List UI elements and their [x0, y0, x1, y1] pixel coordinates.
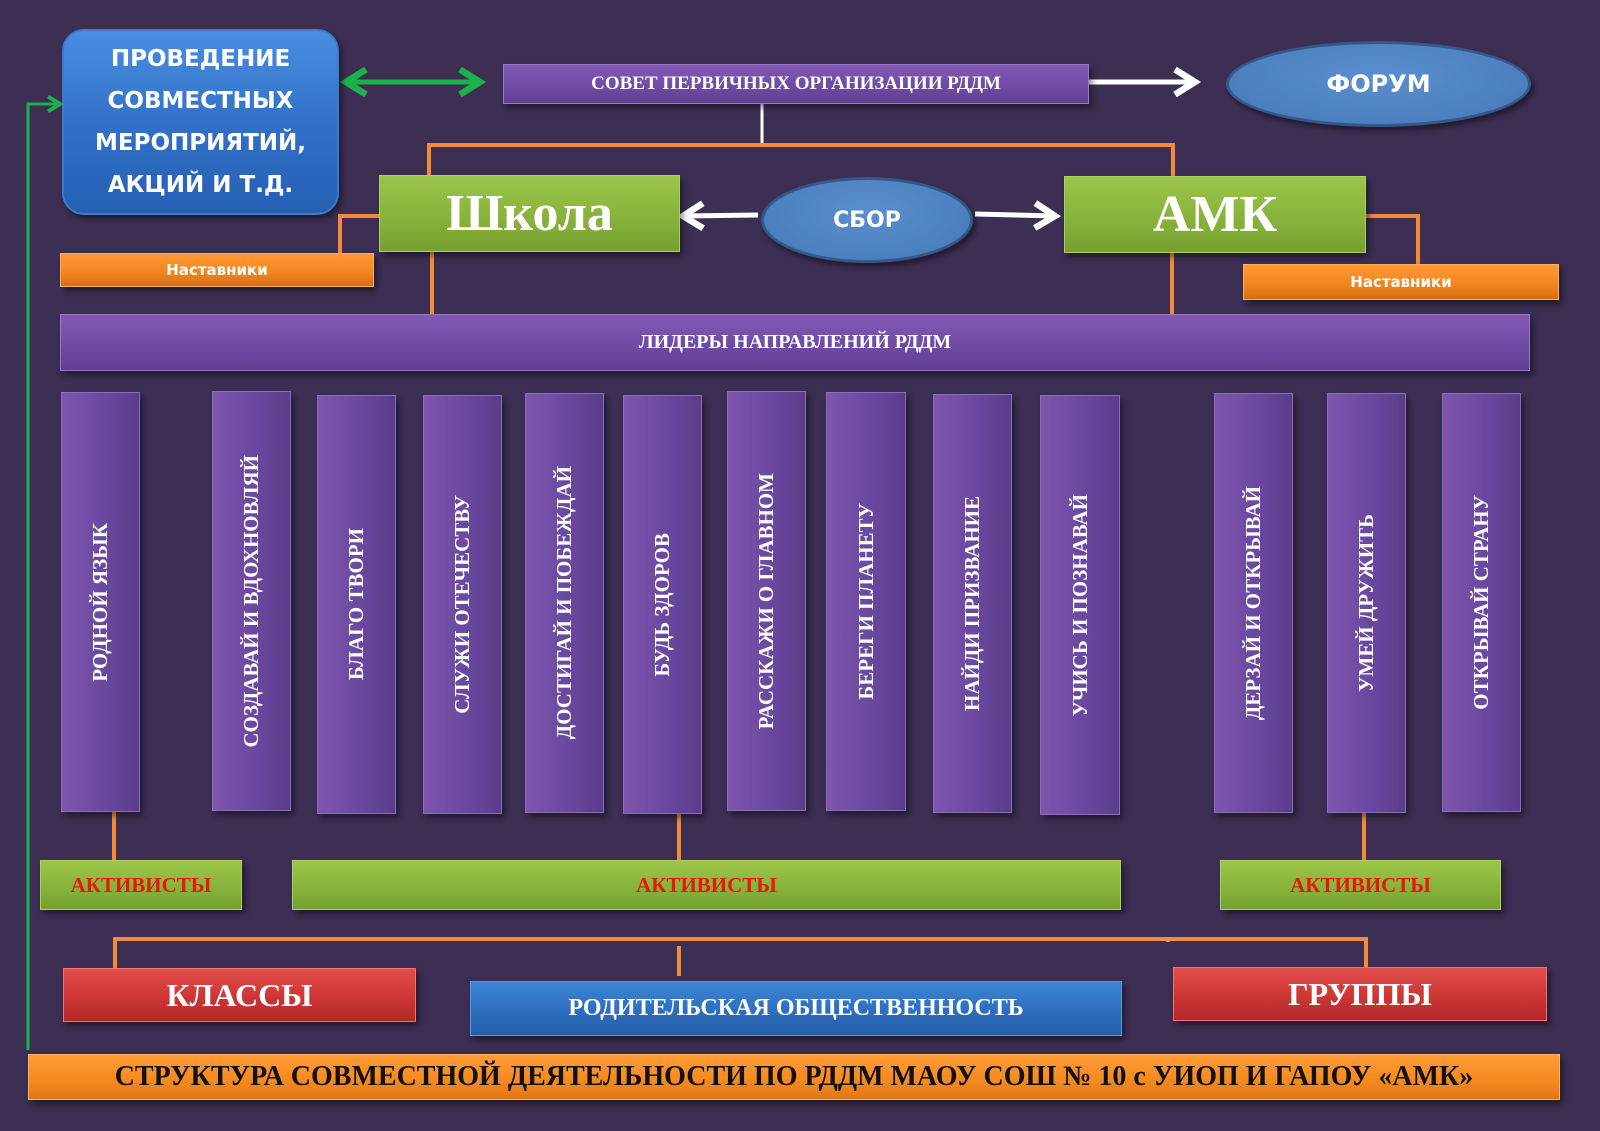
direction-column: СОЗДАВАЙ И ВДОХНОВЛЯЙ [212, 391, 291, 811]
forum-label: ФОРУМ [1326, 70, 1431, 98]
footer-title: СТРУКТУРА СОВМЕСТНОЙ ДЕЯТЕЛЬНОСТИ ПО РДД… [114, 1061, 1474, 1092]
council-label: СОВЕТ ПЕРВИЧНЫХ ОРГАНИЗАЦИИ РДДМ [591, 73, 1001, 94]
activists-center: АКТИВИСТЫ [292, 860, 1121, 910]
direction-column: СЛУЖИ ОТЕЧЕСТВУ [423, 395, 502, 814]
events-line-1: ПРОВЕДЕНИЕ [110, 46, 291, 72]
direction-column: БЕРЕГИ ПЛАНЕТУ [826, 392, 906, 811]
events-line-3: МЕРОПРИЯТИЙ, [95, 130, 306, 156]
arrow-to-school [683, 215, 759, 216]
mentors-right-label: Наставники [1350, 273, 1452, 291]
council-branch [427, 143, 1175, 177]
direction-column: ДОСТИГАЙ И ПОБЕЖДАЙ [525, 393, 604, 813]
direction-label: УМЕЙ ДРУЖИТЬ [1354, 514, 1378, 692]
mentors-left: Наставники [60, 253, 374, 287]
parents-box: РОДИТЕЛЬСКАЯ ОБЩЕСТВЕННОСТЬ [470, 981, 1122, 1036]
activists-right-label: АКТИВИСТЫ [1290, 872, 1431, 897]
amk-label: АМК [1152, 186, 1278, 243]
direction-column: ОТКРЫВАЙ СТРАНУ [1442, 393, 1521, 812]
activists-right: АКТИВИСТЫ [1220, 860, 1501, 910]
events-line-4: АКЦИЙ И Т.Д. [107, 172, 294, 198]
arrow-to-amk [974, 214, 1055, 216]
footer-title-bar: СТРУКТУРА СОВМЕСТНОЙ ДЕЯТЕЛЬНОСТИ ПО РДД… [28, 1054, 1560, 1100]
forum-ellipse: ФОРУМ [1226, 41, 1531, 127]
direction-column: УМЕЙ ДРУЖИТЬ [1327, 393, 1406, 813]
direction-column: БУДЬ ЗДОРОВ [623, 395, 702, 814]
classes-label: КЛАССЫ [166, 976, 313, 1013]
activists-left: АКТИВИСТЫ [40, 860, 242, 910]
mentors-right: Наставники [1243, 264, 1559, 300]
feedback-line [26, 104, 60, 1050]
council-box: СОВЕТ ПЕРВИЧНЫХ ОРГАНИЗАЦИИ РДДМ [503, 64, 1089, 104]
direction-column: ДЕРЗАЙ И ОТКРЫВАЙ [1214, 393, 1293, 813]
direction-label: ДОСТИГАЙ И ПОБЕЖДАЙ [552, 466, 576, 740]
direction-label: РОДНОЙ ЯЗЫК [88, 522, 112, 682]
direction-label: РАССКАЖИ О ГЛАВНОМ [754, 472, 778, 730]
direction-label: БУДЬ ЗДОРОВ [650, 532, 674, 677]
direction-label: БЕРЕГИ ПЛАНЕТУ [853, 503, 878, 700]
direction-label: СЛУЖИ ОТЕЧЕСТВУ [450, 495, 474, 714]
direction-label: ОТКРЫВАЙ СТРАНУ [1469, 495, 1493, 710]
amk-box: АМК [1064, 176, 1366, 253]
school-box: Школа [379, 175, 680, 252]
parents-label: РОДИТЕЛЬСКАЯ ОБЩЕСТВЕННОСТЬ [568, 995, 1024, 1021]
direction-label: УЧИСЬ И ПОЗНАВАЙ [1067, 493, 1092, 717]
gathering-ellipse: СБОР [761, 177, 973, 263]
direction-label: БЛАГО ТВОРИ [344, 528, 368, 681]
classes-box: КЛАССЫ [63, 968, 416, 1022]
direction-column: УЧИСЬ И ПОЗНАВАЙ [1040, 395, 1120, 815]
activists-left-label: АКТИВИСТЫ [70, 872, 212, 897]
bottom-branch [113, 937, 1170, 970]
events-line-2: СОВМЕСТНЫХ [107, 88, 294, 114]
leaders-label: ЛИДЕРЫ НАПРАВЛЕНИЙ РДДМ [638, 331, 952, 353]
groups-label: ГРУППЫ [1288, 975, 1432, 1012]
mentors-left-label: Наставники [166, 261, 268, 279]
direction-label: ДЕРЗАЙ И ОТКРЫВАЙ [1241, 485, 1265, 721]
direction-column: НАЙДИ ПРИЗВАНИЕ [933, 394, 1012, 813]
gathering-label: СБОР [833, 207, 901, 233]
leaders-bar: ЛИДЕРЫ НАПРАВЛЕНИЙ РДДМ [60, 314, 1530, 371]
direction-column: БЛАГО ТВОРИ [317, 395, 396, 814]
direction-label: НАЙДИ ПРИЗВАНИЕ [960, 496, 984, 711]
direction-label: СОЗДАВАЙ И ВДОХНОВЛЯЙ [239, 454, 263, 748]
school-label: Школа [446, 185, 613, 242]
groups-box: ГРУППЫ [1173, 967, 1547, 1021]
activists-center-label: АКТИВИСТЫ [636, 872, 777, 897]
direction-column: РАССКАЖИ О ГЛАВНОМ [727, 391, 806, 811]
direction-column: РОДНОЙ ЯЗЫК [61, 392, 140, 812]
joint-events-box: ПРОВЕДЕНИЕ СОВМЕСТНЫХ МЕРОПРИЯТИЙ, АКЦИЙ… [62, 29, 339, 215]
